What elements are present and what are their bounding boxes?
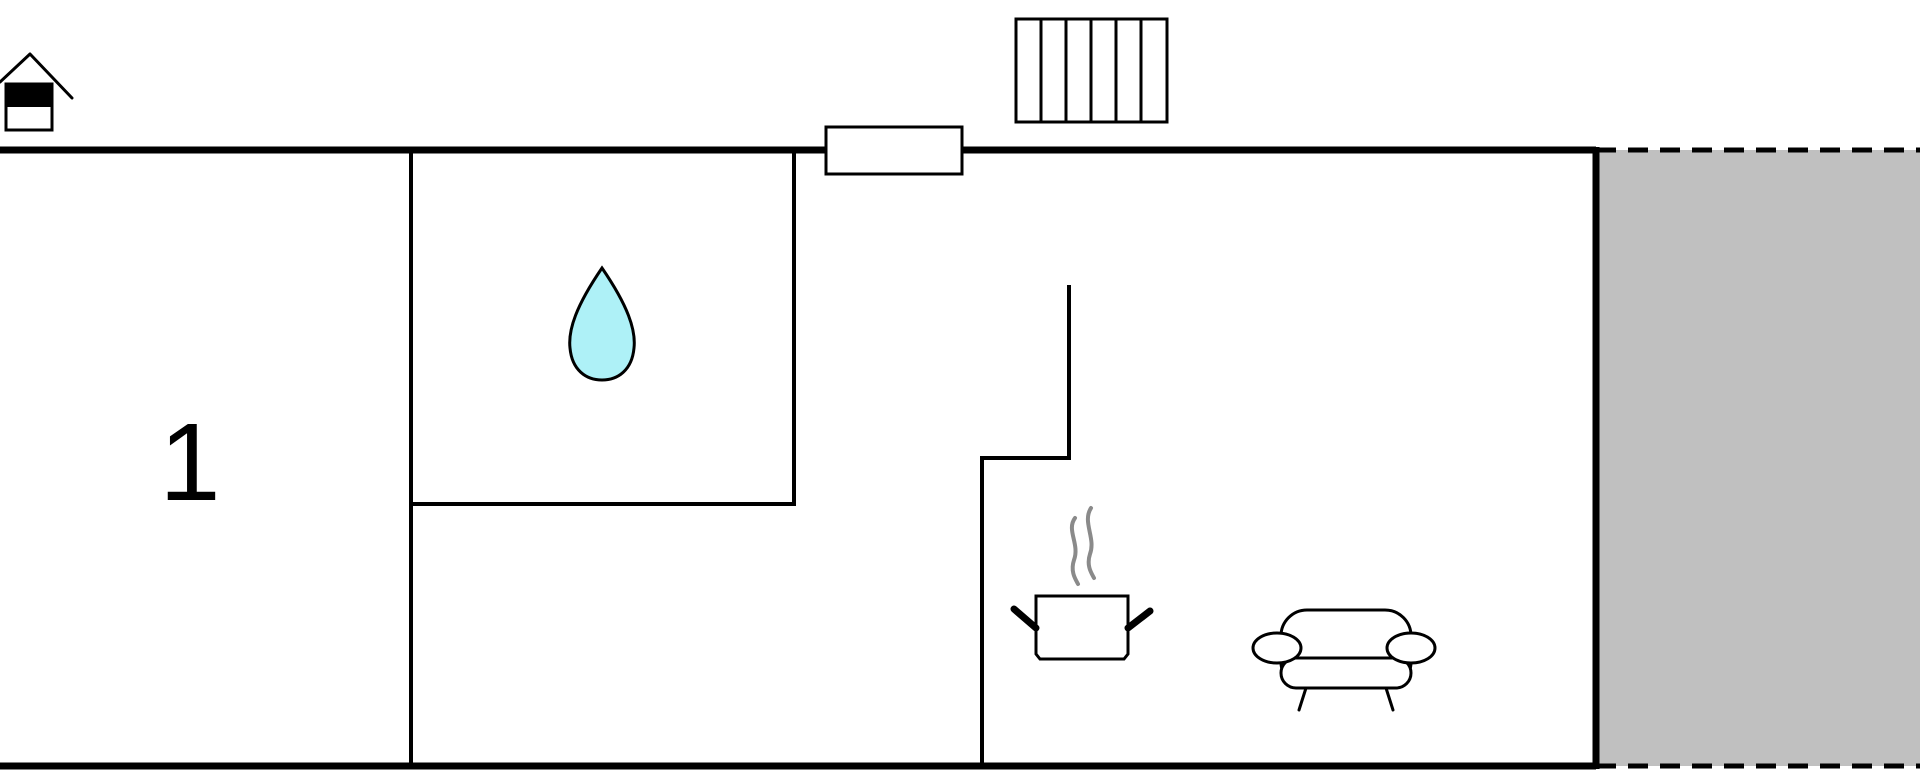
terrace	[1596, 147, 1920, 769]
interior-walls	[409, 148, 1071, 768]
house-roof	[0, 52, 74, 100]
room-label: 1	[159, 401, 220, 524]
pot-handle-right	[1124, 607, 1154, 632]
sofa-armrest-right	[1385, 631, 1437, 665]
sofa-leg	[1297, 686, 1308, 712]
sofa-icon	[1251, 608, 1437, 712]
stairs-icon	[1014, 17, 1169, 124]
house-entrance-icon	[0, 52, 74, 132]
cooking-pot-icon	[1010, 506, 1154, 661]
pot-body	[1034, 594, 1130, 661]
terrace-fill	[1596, 150, 1920, 766]
sofa-seat	[1279, 656, 1413, 690]
sofa-armrest-left	[1251, 631, 1303, 665]
steam-line	[1069, 516, 1080, 586]
sofa-leg	[1384, 686, 1395, 712]
house-door-fill	[6, 84, 52, 107]
pot-handle-left	[1010, 605, 1040, 632]
water-drop-icon	[568, 265, 636, 382]
steam-line	[1085, 506, 1096, 580]
window-icon	[824, 125, 964, 176]
